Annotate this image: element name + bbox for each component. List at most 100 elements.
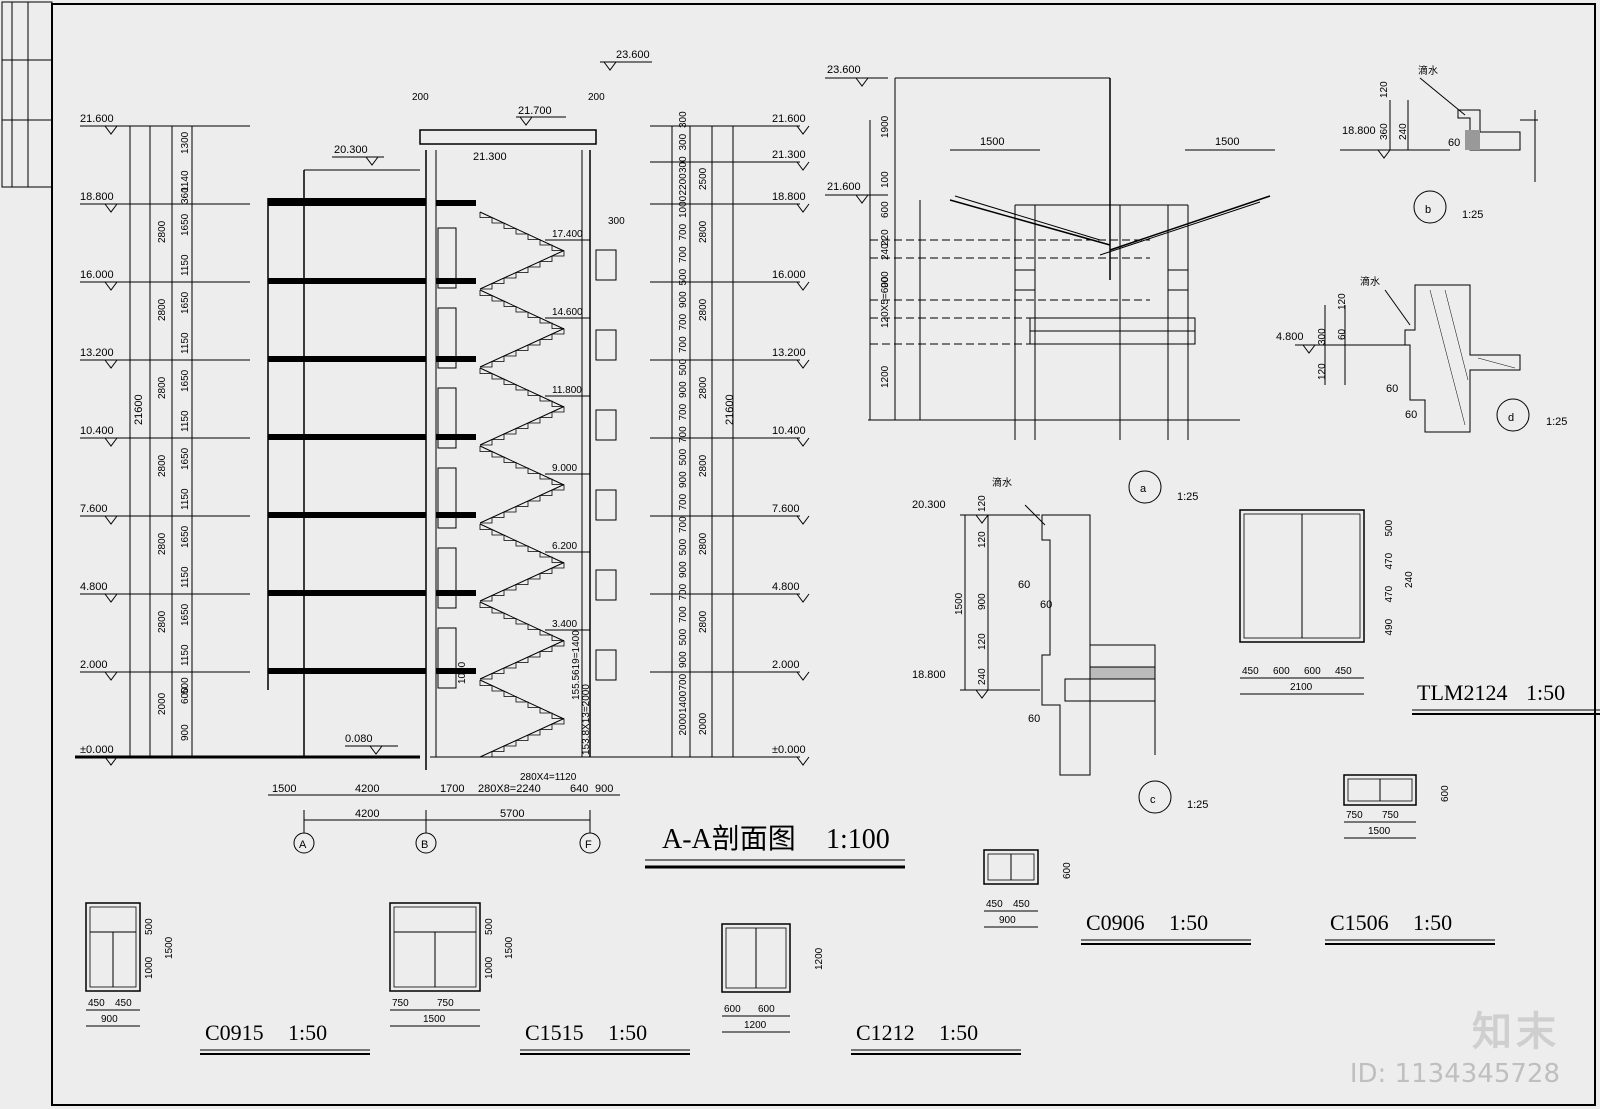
bottom-dim-row1: 1700 [440, 783, 464, 795]
elevation-20300: 20.300 [334, 144, 368, 156]
landing-slab [436, 590, 476, 596]
stair-landing-label: 14.600 [552, 307, 583, 318]
stair-stringer [479, 211, 565, 252]
left-elevation-1: 18.800 [80, 191, 114, 203]
elevation-triangle [796, 515, 810, 525]
total-height-left: 21600 [133, 394, 145, 425]
right-dim-inner: 300 [678, 156, 689, 173]
right-dim-inner: 500 [678, 268, 689, 285]
left-dim-outer: 2800 [157, 220, 168, 243]
window-width-dim: 750 [392, 998, 409, 1009]
window-width-dim: 450 [1242, 666, 1259, 677]
detail-d-dim: 60 [1337, 328, 1348, 340]
detail-a [825, 77, 1275, 504]
right-dim-outer: 2000 [698, 712, 709, 735]
right-dim-inner: 2200 [678, 173, 689, 196]
axis-circle [579, 832, 601, 854]
elevation-triangle [104, 437, 118, 447]
window-height-total: 600 [1062, 862, 1073, 879]
floor-slabs [268, 198, 476, 674]
stair-stringer [479, 523, 565, 564]
left-dim-inner: 1650 [180, 525, 191, 548]
left-dim-outer: 2000 [157, 692, 168, 715]
left-elevation-5: 7.600 [80, 503, 108, 515]
stair-flight [479, 602, 564, 641]
left-dim-inner: 600 [180, 687, 191, 704]
left-dim-outer: 2800 [157, 298, 168, 321]
left-dim-outer: 2800 [157, 532, 168, 555]
right-dim-outer: 2800 [698, 610, 709, 633]
window-width-total: 1500 [423, 1014, 446, 1025]
window-frame [721, 923, 791, 993]
window-code: C1515 [525, 1020, 584, 1045]
window-width-dim: 600 [758, 1004, 775, 1015]
stair-flight [479, 680, 564, 719]
detail-d-dim: 60 [1405, 409, 1417, 421]
detail-a-width-right: 1500 [1215, 136, 1239, 148]
left-elevation-8: ±0.000 [80, 744, 114, 756]
right-elevation-1: 21.300 [772, 149, 806, 161]
floor-slab [268, 512, 426, 518]
bottom-dim-row1: 280X8=2240 [478, 783, 541, 795]
dim-200-left: 200 [412, 92, 429, 103]
detail-a-elev-23600: 23.600 [827, 64, 861, 76]
detail-c-dim: 900 [977, 593, 988, 610]
stair-stringer [479, 250, 565, 290]
window-width-dim: 600 [1273, 666, 1290, 677]
landing-slab [436, 278, 476, 284]
right-dim-inner: 900 [678, 471, 689, 488]
left-dim-inner: 1150 [180, 332, 191, 354]
stair-landing-label: 3.400 [552, 619, 577, 630]
detail-b-elevation: 18.800 [1342, 125, 1376, 137]
landing-slab [436, 434, 476, 440]
window-height-dim: 500 [144, 918, 155, 935]
left-dim-outer: 2800 [157, 454, 168, 477]
right-dim-inner: 700 [678, 313, 689, 330]
right-elevation-8: 2.000 [772, 659, 800, 671]
elevation-0080: 0.080 [345, 733, 373, 745]
left-dim-inner: 1650 [180, 213, 191, 236]
right-dim-inner: 700 [678, 426, 689, 443]
stair-vertical-dim-1: 155.5619=1400 [571, 630, 582, 700]
detail-c-dim: 120 [977, 531, 988, 548]
detail-a-scale: 1:25 [1177, 491, 1198, 503]
stair-note: 280X4=1120 [520, 772, 577, 783]
window-height-dim: 1000 [484, 956, 495, 979]
stair-stringer [479, 367, 565, 408]
dim-1000: 1000 [457, 661, 468, 684]
right-dim-inner: 900 [678, 651, 689, 668]
right-dim-inner: 700 [678, 516, 689, 533]
stair-stringer [479, 679, 565, 720]
window-frame [1239, 509, 1365, 643]
detail-c-dim: 240 [977, 668, 988, 685]
landing-slab [436, 200, 476, 206]
stair-flight [480, 562, 565, 602]
detail-a-dim: 220 [880, 229, 891, 246]
elevation-triangle [104, 203, 118, 213]
elevation-triangle [796, 125, 810, 135]
window-width-dim: 450 [115, 998, 132, 1009]
right-dim-inner: 500 [678, 358, 689, 375]
axis-circle [415, 832, 437, 854]
elevation-triangle [104, 671, 118, 681]
elevation-triangle [796, 281, 810, 291]
window-height-dim: 500 [484, 918, 495, 935]
right-dim-outer: 2800 [698, 298, 709, 321]
detail-c-note: 滴水 [992, 476, 1012, 489]
window-code: C0915 [205, 1020, 264, 1045]
window-width-dim: 750 [437, 998, 454, 1009]
window-frame [1343, 774, 1417, 806]
window-height-dim: 470 [1384, 585, 1395, 602]
floor-slab [268, 278, 426, 284]
stair-stringer [479, 484, 565, 524]
right-dim-inner: 700 [678, 493, 689, 510]
elevation-triangle [796, 593, 810, 603]
total-height-right: 21600 [724, 394, 736, 425]
